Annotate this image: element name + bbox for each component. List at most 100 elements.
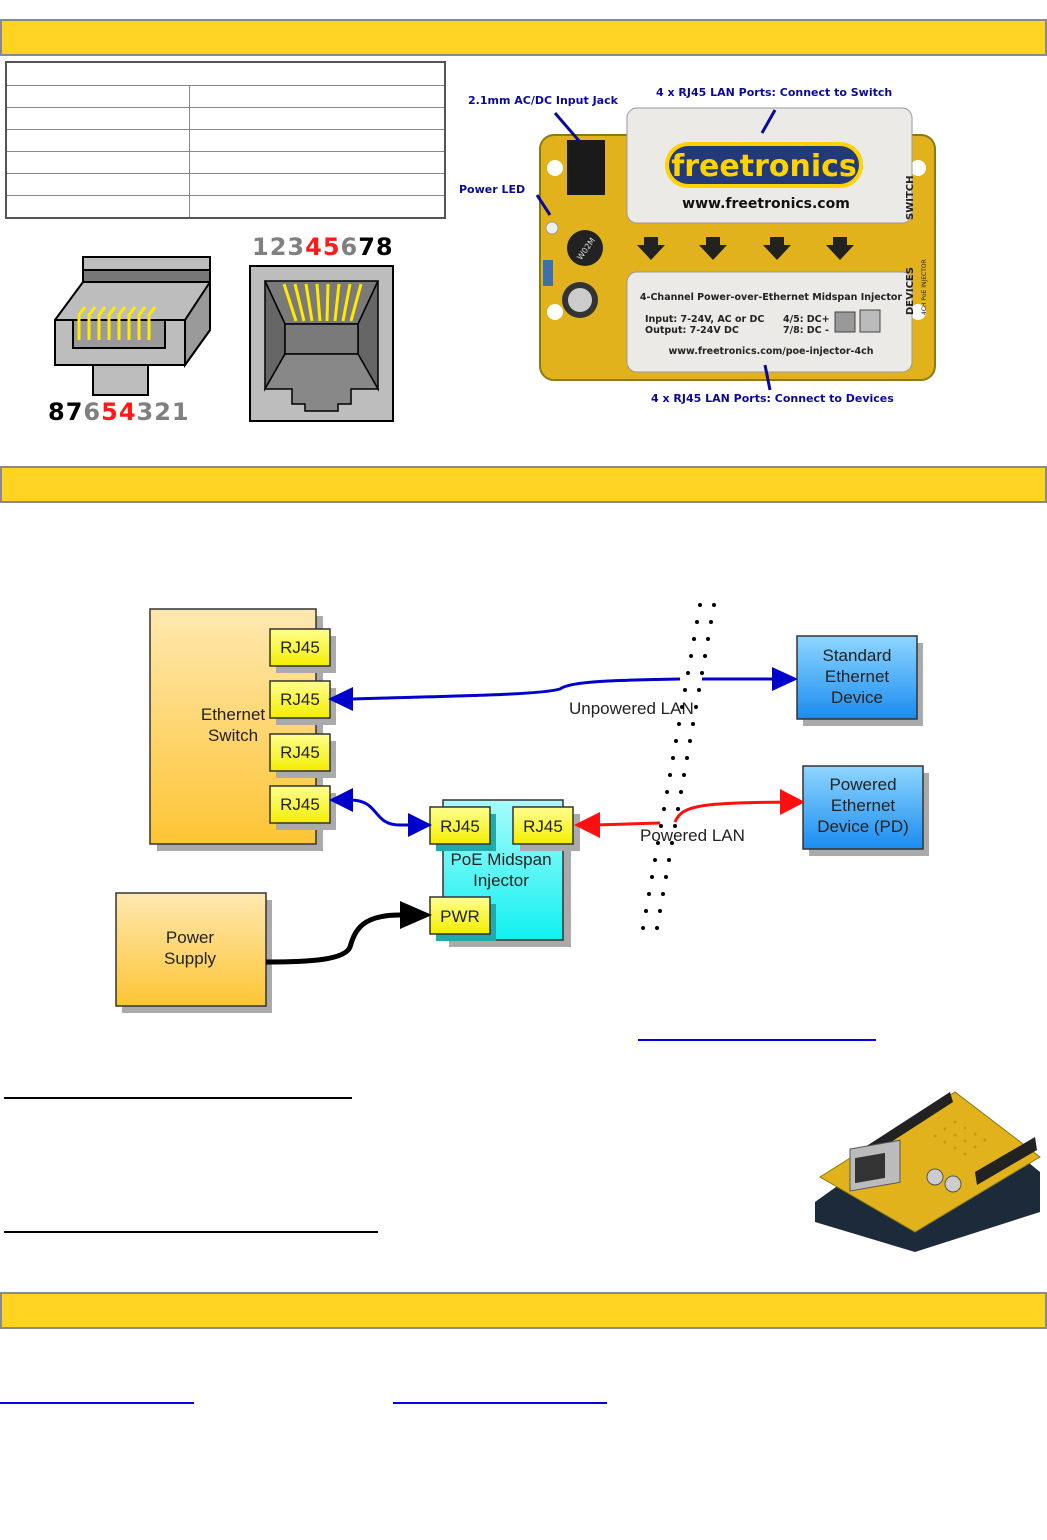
sticker-dc-minus: 7/8: DC - xyxy=(783,325,829,336)
plug-pin-numbers: 87654321 xyxy=(48,398,190,426)
table-cell xyxy=(189,129,446,152)
switch-label-2: Switch xyxy=(208,726,258,745)
label-power-led: Power LED xyxy=(459,183,526,196)
table-row xyxy=(5,173,446,196)
table-row xyxy=(5,151,446,174)
pin-digit: 3 xyxy=(287,233,306,261)
table-cell xyxy=(189,85,446,108)
table-cell xyxy=(189,173,446,196)
jack-pin-numbers: 12345678 xyxy=(252,233,394,261)
resource-link-2[interactable] xyxy=(393,1402,607,1404)
pin-digit: 7 xyxy=(65,398,84,426)
table-cell xyxy=(189,151,446,174)
switch-label-1: Ethernet xyxy=(201,705,266,724)
port-label: RJ45 xyxy=(280,795,320,814)
pin-digit: 5 xyxy=(101,398,119,426)
resource-link-1[interactable] xyxy=(0,1402,194,1404)
table-cell xyxy=(5,195,190,219)
pin-digit: 8 xyxy=(48,398,66,426)
diagram-source-link[interactable] xyxy=(638,1039,876,1041)
port-label: RJ45 xyxy=(523,817,563,836)
table-row xyxy=(5,107,446,130)
powered-device-label-2: Ethernet xyxy=(831,796,896,815)
table-cell xyxy=(5,173,190,196)
ethernet-shield-photo xyxy=(815,1091,1041,1252)
table-cell xyxy=(5,107,190,130)
standard-device-label-2: Ethernet xyxy=(825,667,890,686)
sticker-url: www.freetronics.com/poe-injector-4ch xyxy=(669,346,874,357)
jack-contacts xyxy=(282,283,363,322)
unpowered-lan-link xyxy=(328,667,798,711)
standard-device-label-3: Device xyxy=(831,688,883,707)
label-input-jack: 2.1mm AC/DC Input Jack xyxy=(468,94,618,107)
subheading-underline-1 xyxy=(4,1097,352,1099)
label-device-ports: 4 x RJ45 LAN Ports: Connect to Devices xyxy=(651,392,894,405)
pin-digit: 1 xyxy=(252,233,270,261)
injector-pwr-port: PWR xyxy=(429,896,496,941)
standard-device-label-1: Standard xyxy=(823,646,892,665)
pin-digit: 7 xyxy=(358,233,376,261)
callout-lines xyxy=(535,109,777,391)
switch-port-4: RJ45 xyxy=(269,785,336,830)
sticker-output: Output: 7-24V DC xyxy=(645,325,739,336)
table-cell xyxy=(5,129,190,152)
rj45-plug-illustration xyxy=(54,256,211,396)
table-header-cell xyxy=(5,61,446,86)
port-label: PWR xyxy=(440,907,480,926)
distance-break-marker xyxy=(641,603,716,930)
port-label: RJ45 xyxy=(280,743,320,762)
pin-digit: 6 xyxy=(340,233,359,261)
pin-digit: 4 xyxy=(118,398,137,426)
pin-digit: 2 xyxy=(154,398,172,426)
table-cell xyxy=(5,85,190,108)
injector-port-out: RJ45 xyxy=(512,806,580,851)
table-cell xyxy=(5,151,190,174)
poe-injector-photo: W02M freetronics www.freetronics.com 4-C… xyxy=(535,107,936,391)
switch-port-1: RJ45 xyxy=(269,628,336,673)
dc-input-jack xyxy=(567,140,605,195)
protoboard-holes xyxy=(933,1120,987,1156)
pin-digit: 5 xyxy=(322,233,341,261)
injector-label-2: Injector xyxy=(473,871,529,890)
pin-digit: 4 xyxy=(305,233,323,261)
powered-lan-label: Powered LAN xyxy=(640,826,745,845)
port-label: RJ45 xyxy=(280,638,320,657)
pin-digit: 3 xyxy=(136,398,155,426)
powered-device-label-3: Device (PD) xyxy=(817,817,909,836)
pin-digit: 8 xyxy=(375,233,394,261)
table-row xyxy=(5,195,446,219)
poe-network-diagram: Ethernet Switch RJ45 RJ45 RJ45 RJ45 PoE … xyxy=(115,603,929,1013)
section-banner-3 xyxy=(0,1292,1047,1329)
power-led xyxy=(545,221,559,235)
injector-label-1: PoE Midspan xyxy=(450,850,551,869)
direction-arrows xyxy=(637,237,854,260)
section-banner-2 xyxy=(0,466,1047,503)
side-label-devices: DEVICES xyxy=(905,267,916,315)
table-row xyxy=(5,85,446,108)
unpowered-lan-label: Unpowered LAN xyxy=(569,699,694,718)
switch-port-3: RJ45 xyxy=(269,733,336,778)
injector-port-in: RJ45 xyxy=(429,806,496,851)
powered-device-node: Powered Ethernet Device (PD) xyxy=(802,765,929,856)
table-header-row xyxy=(5,61,446,86)
side-label-small: 4CH PoE INJECTOR xyxy=(921,259,928,315)
powered-lan-link xyxy=(574,789,805,838)
spec-table xyxy=(5,61,446,219)
plug-contacts xyxy=(77,306,157,340)
port-label: RJ45 xyxy=(280,690,320,709)
side-label-switch: SWITCH xyxy=(905,176,916,220)
power-supply-node: Power Supply xyxy=(115,892,272,1013)
pin-digit: 6 xyxy=(83,398,102,426)
mini-jack-icon xyxy=(859,309,881,333)
power-link xyxy=(265,901,432,965)
power-supply-label-1: Power xyxy=(166,928,215,947)
sticker-dc-plus: 4/5: DC+ xyxy=(783,314,830,325)
mini-plug-icon xyxy=(834,311,856,333)
device-ports-sticker xyxy=(626,271,913,373)
table-cell xyxy=(189,107,446,130)
label-switch-ports: 4 x RJ45 LAN Ports: Connect to Switch xyxy=(656,86,893,99)
port-label: RJ45 xyxy=(440,817,480,836)
switch-to-injector-link xyxy=(329,788,432,837)
power-supply-label-2: Supply xyxy=(164,949,216,968)
section-banner-1 xyxy=(0,19,1047,56)
